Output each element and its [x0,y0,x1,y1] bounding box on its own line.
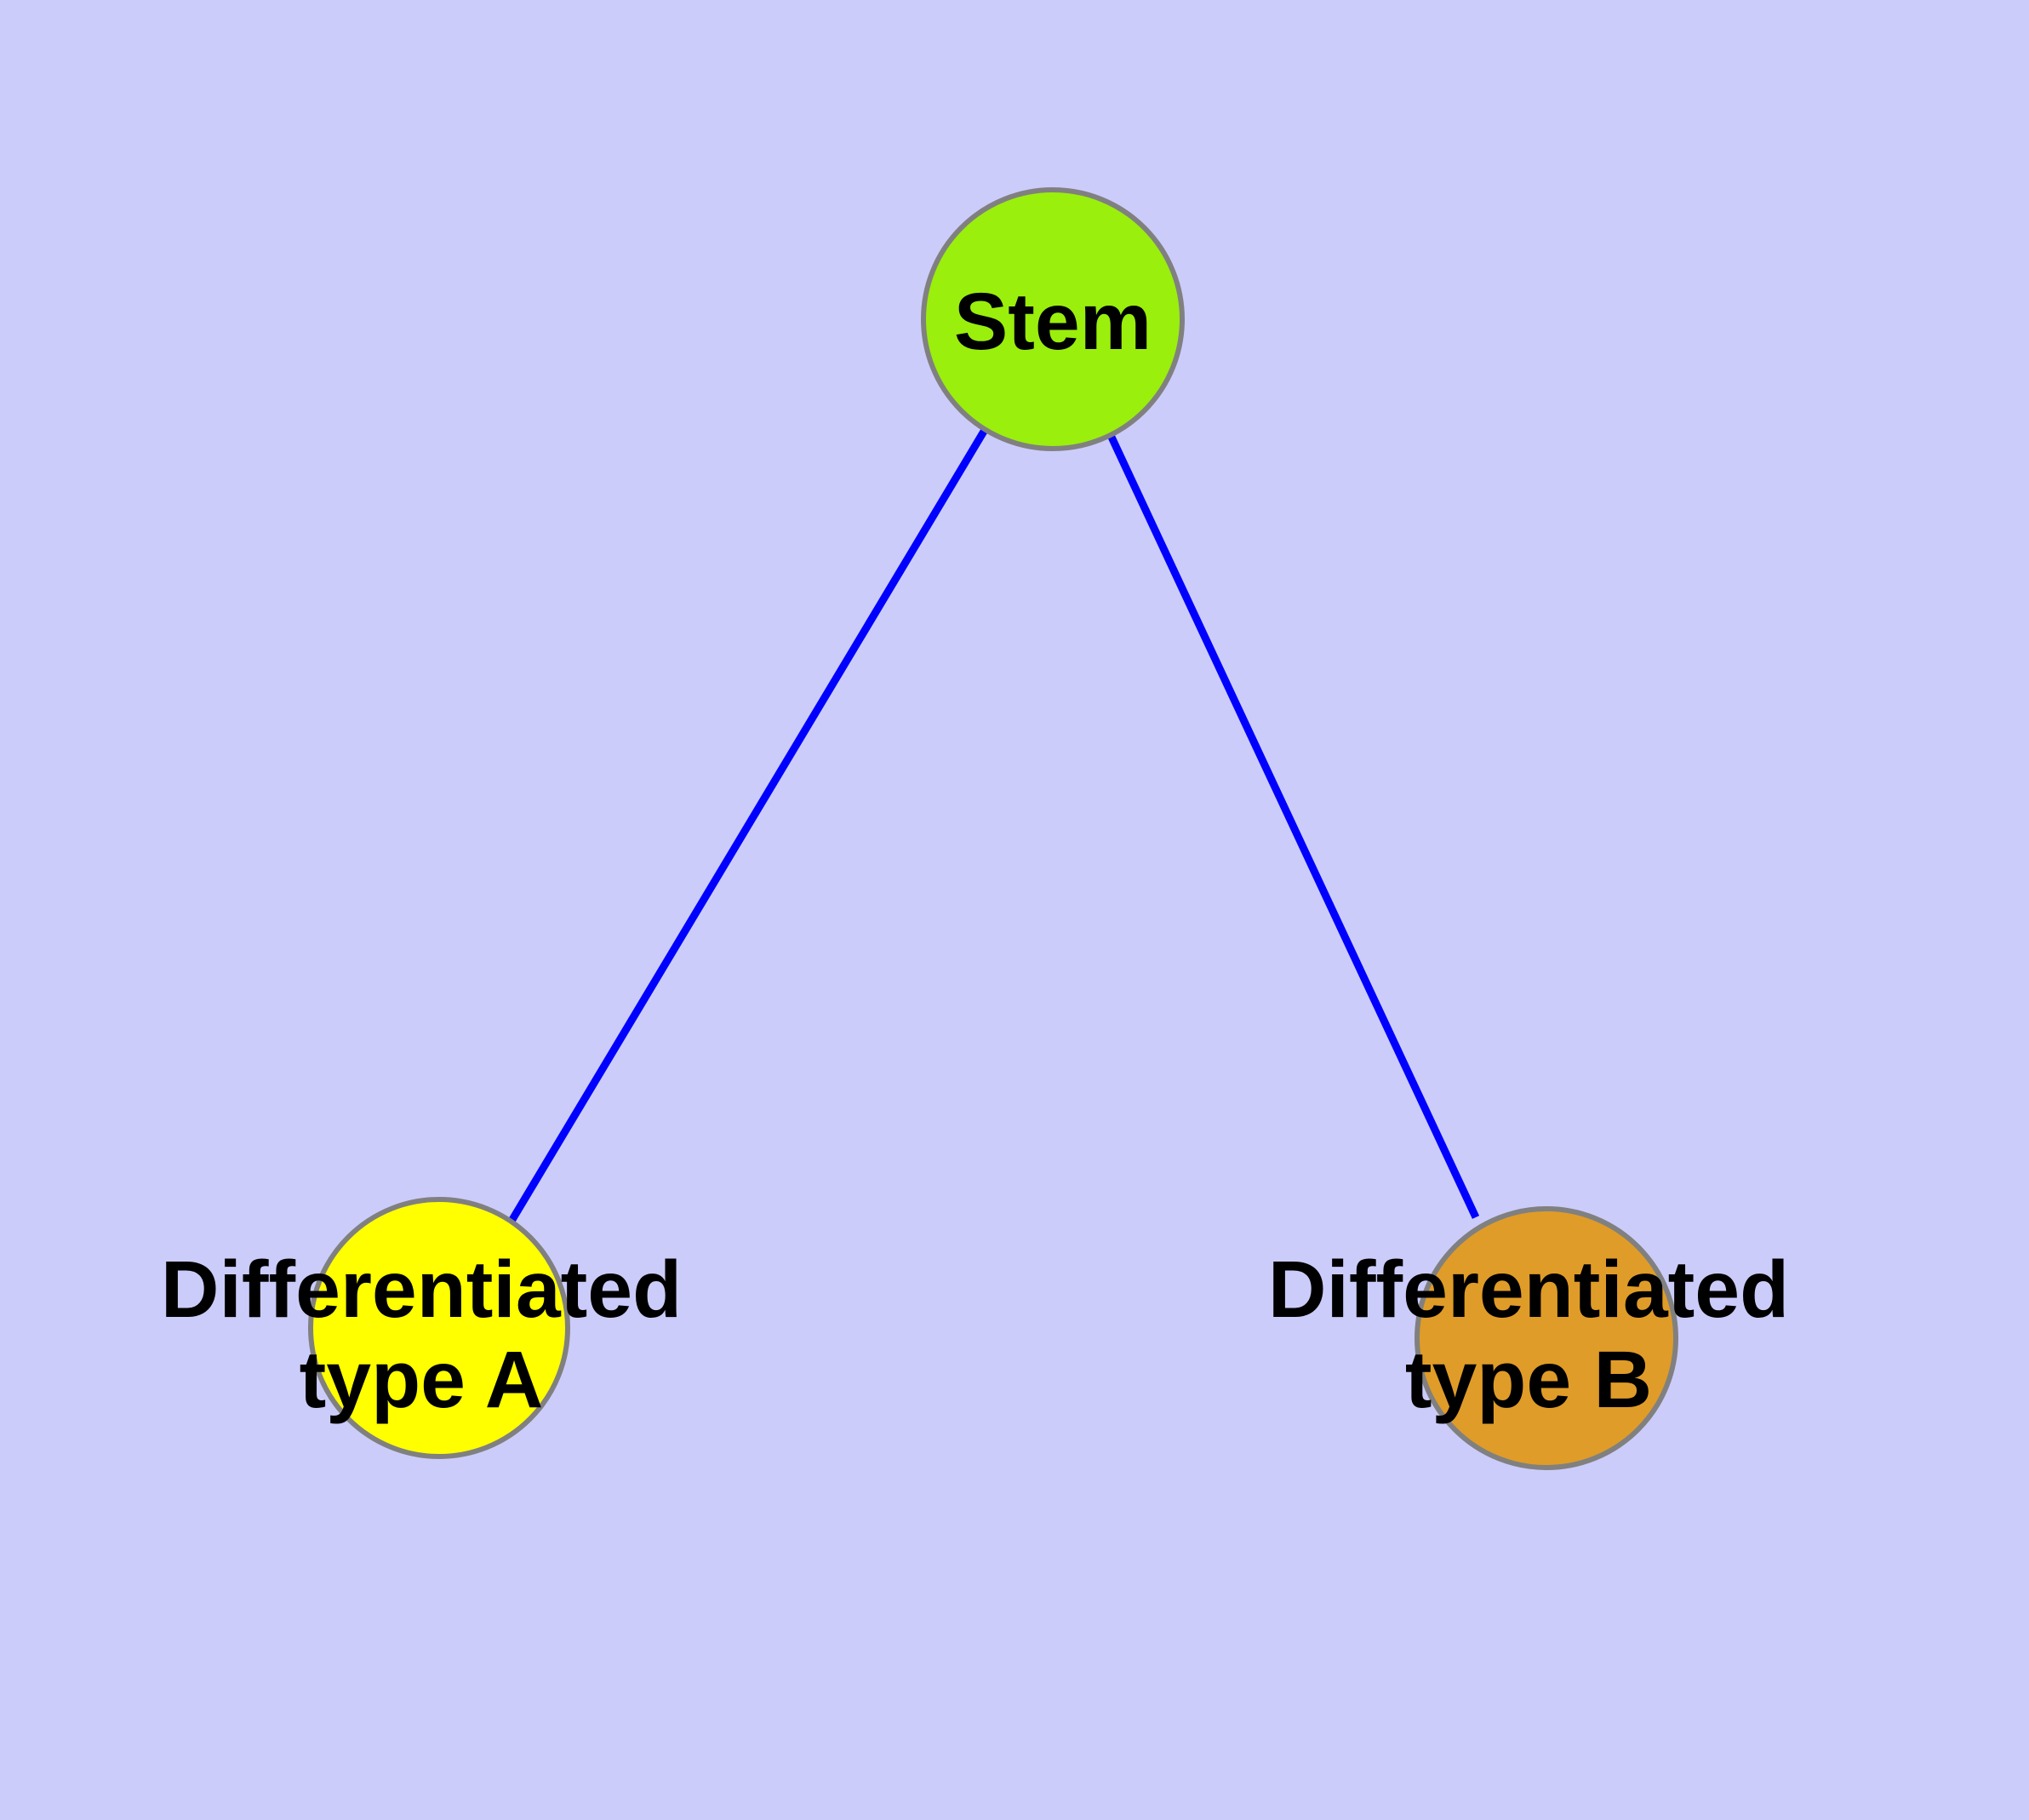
node-label-stem: Stem [954,277,1152,367]
node-label-line: type B [1405,1335,1652,1425]
node-differentiated-type-b[interactable] [1415,1206,1678,1470]
edge-layer [507,427,1480,1225]
node-stem[interactable] [921,187,1185,451]
node-label-line: Differentiated [161,1245,682,1335]
node-label-line: Stem [954,277,1152,367]
edge-stem-to-differentiated-type-a[interactable] [507,427,988,1225]
node-circle-differentiated-type-b[interactable] [1415,1206,1678,1470]
edge-stem-to-differentiated-type-b[interactable] [1105,430,1480,1219]
node-circle-differentiated-type-a[interactable] [308,1197,570,1459]
node-differentiated-type-a[interactable] [308,1197,570,1459]
node-label-line: type A [300,1335,544,1425]
node-label-line: Differentiated [1268,1245,1789,1335]
node-circle-stem[interactable] [921,187,1185,451]
node-layer [308,187,1678,1470]
